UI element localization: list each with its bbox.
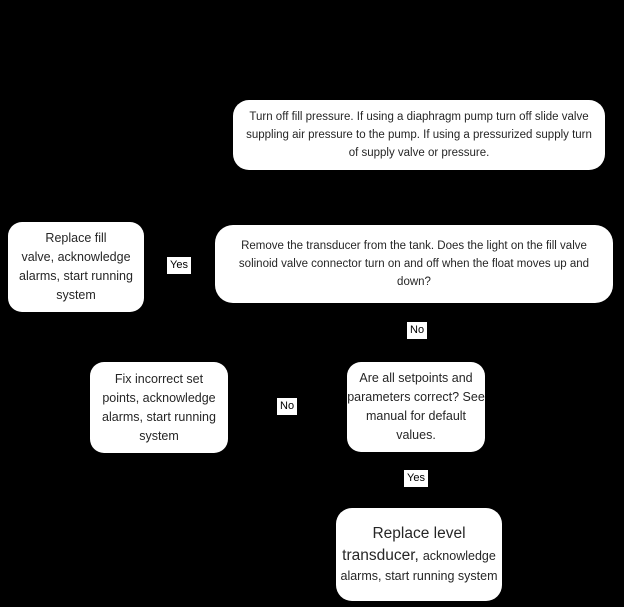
node-text-line: Are all setpoints and	[359, 371, 473, 385]
node-text-line: solinoid valve connector turn on and off…	[238, 258, 590, 270]
node-text-line: alarms, start running	[102, 409, 216, 424]
node-text-line: Fix incorrect set	[114, 371, 204, 386]
node-text-line: down?	[397, 276, 431, 288]
flow-node-remove-transducer-question: Remove the transducer from the tank. Doe…	[215, 225, 613, 303]
node-text-line: Turn off fill pressure. If using a diaph…	[249, 111, 589, 123]
flow-node-replace-fill-valve: Replace fill valve, acknowledge alarms, …	[8, 222, 144, 312]
node-text-line: system	[139, 428, 179, 443]
edge-label-no: No	[277, 398, 298, 415]
edge-label-yes: Yes	[404, 470, 428, 487]
node-text-line: transducer,acknowledge	[342, 545, 496, 567]
node-text-line: Remove the transducer from the tank. Doe…	[241, 240, 587, 252]
edge-label-no: No	[407, 322, 428, 339]
node-text-line: Replace level	[372, 525, 466, 542]
connector-turnoff-to-remove	[423, 170, 425, 225]
edge-label-yes: Yes	[167, 257, 191, 274]
node-text-line: manual for default	[365, 409, 467, 423]
node-text-segment: transducer,	[342, 547, 419, 564]
node-text-line: alarms, start running system	[340, 569, 498, 583]
flow-node-turn-off-fill-pressure: Turn off fill pressure. If using a diaph…	[233, 100, 605, 170]
node-text-line: parameters correct? See	[347, 390, 485, 404]
flow-node-fix-incorrect-setpoints: Fix incorrect set points, acknowledge al…	[90, 362, 228, 453]
node-text-line: Replace fill	[45, 231, 107, 245]
node-text-line: suppling air pressure to the pump. If us…	[246, 129, 592, 141]
node-text-segment: acknowledge	[422, 549, 496, 563]
node-text-line: points, acknowledge	[102, 390, 216, 405]
node-text-line: of supply valve or pressure.	[348, 147, 490, 159]
node-text-line: alarms, start running	[19, 269, 133, 283]
node-text-line: values.	[396, 428, 436, 442]
node-text-line: valve, acknowledge	[21, 250, 131, 264]
flow-node-replace-level-transducer: Replace level transducer,acknowledge ala…	[336, 508, 502, 601]
node-text-line: system	[56, 288, 96, 302]
flow-node-setpoints-correct-question: Are all setpoints and parameters correct…	[347, 362, 485, 452]
